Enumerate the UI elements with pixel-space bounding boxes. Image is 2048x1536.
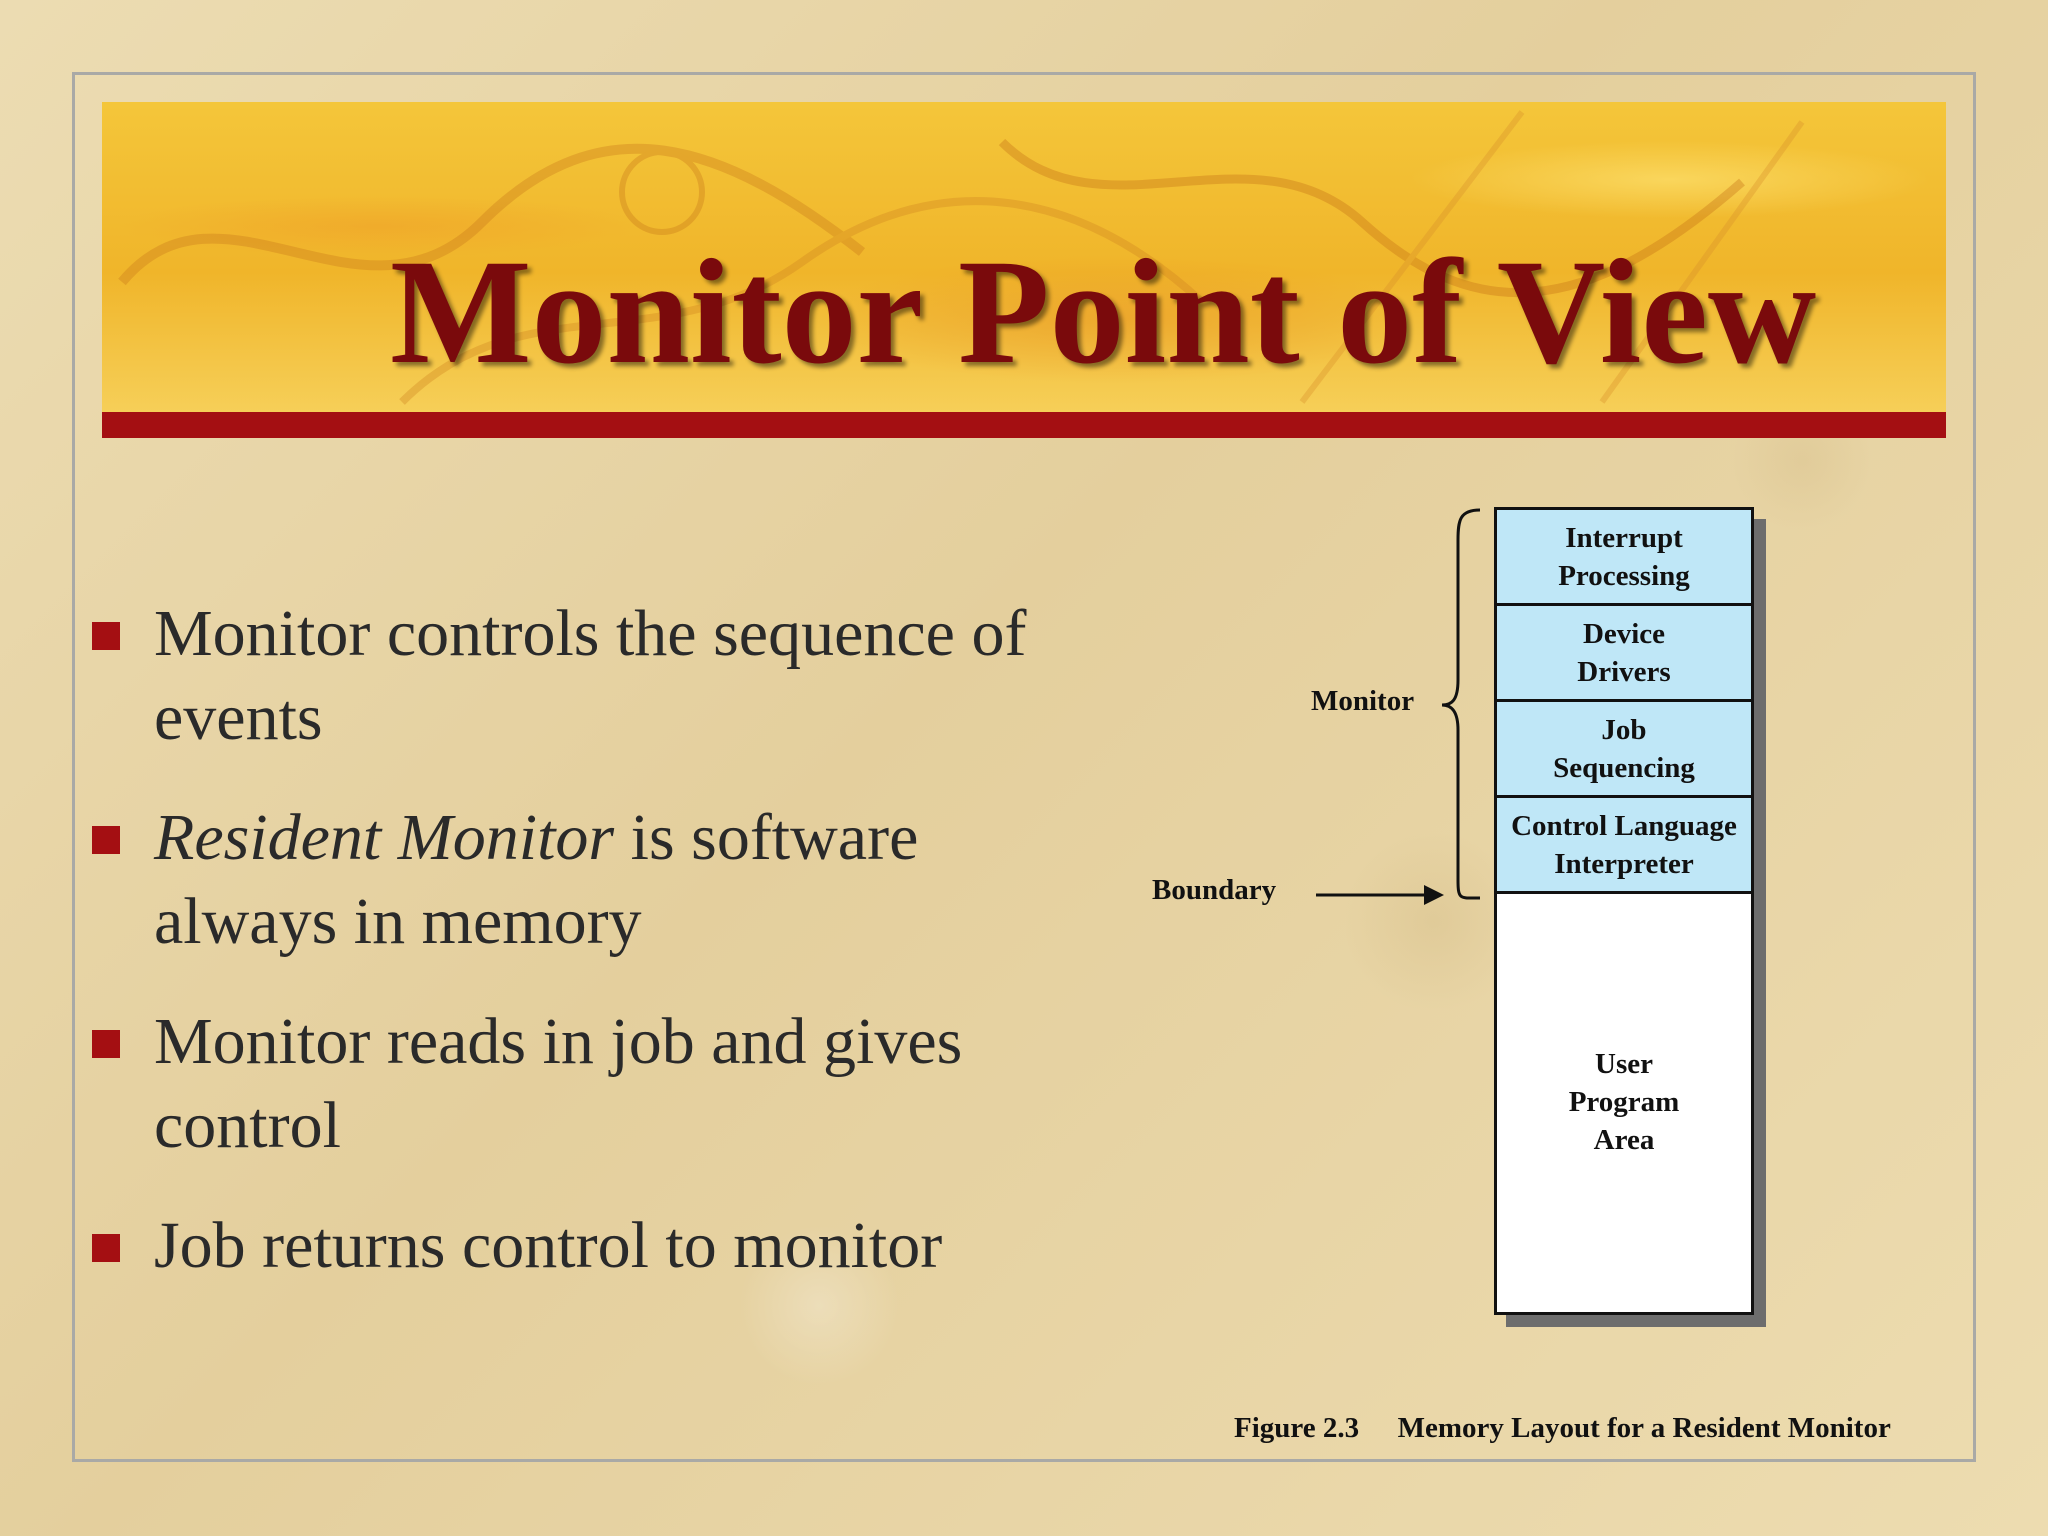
user-area-line: Program: [1568, 1086, 1680, 1118]
memory-block-line: Drivers: [1577, 655, 1671, 688]
bullet-text: Monitor controls the sequence of events: [154, 597, 1027, 754]
square-bullet-icon: [92, 622, 120, 650]
monitor-label: Monitor: [1311, 685, 1415, 717]
bullet-text-rest: is software always in memory: [154, 801, 919, 958]
banner-texture: [118, 110, 1805, 405]
memory-block-line: Device: [1582, 617, 1666, 650]
boundary-label: Boundary: [1152, 874, 1277, 906]
memory-block-line: Interrupt: [1565, 521, 1683, 554]
bullet-item: Monitor controls the sequence of events: [92, 592, 1052, 760]
page-title: Monitor Point of View: [390, 229, 1817, 395]
memory-block: Interrupt Processing: [1497, 510, 1751, 606]
bullet-item: Monitor reads in job and gives control: [92, 1000, 1052, 1168]
figure-caption-text: Memory Layout for a Resident Monitor: [1397, 1412, 1891, 1444]
slide-frame: [72, 72, 1976, 1462]
memory-block-line: Sequencing: [1553, 751, 1695, 784]
square-bullet-icon: [92, 1234, 120, 1262]
memory-block-line: Processing: [1558, 559, 1690, 592]
bullet-item: Resident Monitor is software always in m…: [92, 796, 1052, 964]
title-banner: [102, 102, 1946, 412]
memory-block: Job Sequencing: [1497, 702, 1751, 798]
figure-number: Figure 2.3: [1234, 1412, 1360, 1444]
memory-block-line: Interpreter: [1554, 847, 1694, 880]
monitor-brace-and-arrow: [1316, 508, 1481, 905]
boundary-arrow-head: [1424, 885, 1444, 905]
memory-block: Device Drivers: [1497, 606, 1751, 702]
user-area-line: User: [1595, 1048, 1653, 1080]
bullet-text: Monitor reads in job and gives control: [154, 1005, 963, 1162]
square-bullet-icon: [92, 826, 120, 854]
memory-block: Control Language Interpreter: [1497, 798, 1751, 894]
bullet-emphasis: Resident Monitor: [154, 801, 615, 874]
user-area-line: Area: [1593, 1124, 1655, 1156]
bullet-item: Job returns control to monitor: [92, 1204, 1052, 1288]
memory-block-line: Job: [1601, 713, 1647, 746]
figure-caption: Figure 2.3 Memory Layout for a Resident …: [1234, 1412, 1891, 1445]
title-underline-bar: [102, 412, 1946, 438]
bullet-text: Job returns control to monitor: [154, 1209, 943, 1282]
square-bullet-icon: [92, 1030, 120, 1058]
memory-layout-diagram: Interrupt Processing Device Drivers Job …: [1494, 507, 1754, 1315]
memory-block-line: Control Language: [1511, 809, 1737, 842]
bullet-list: Monitor controls the sequence of events …: [92, 592, 1052, 1324]
user-program-area: User Program Area: [1497, 892, 1751, 1312]
monitor-brace-icon: [1441, 508, 1481, 900]
bullet-text: Resident Monitor is software always in m…: [154, 796, 1052, 964]
